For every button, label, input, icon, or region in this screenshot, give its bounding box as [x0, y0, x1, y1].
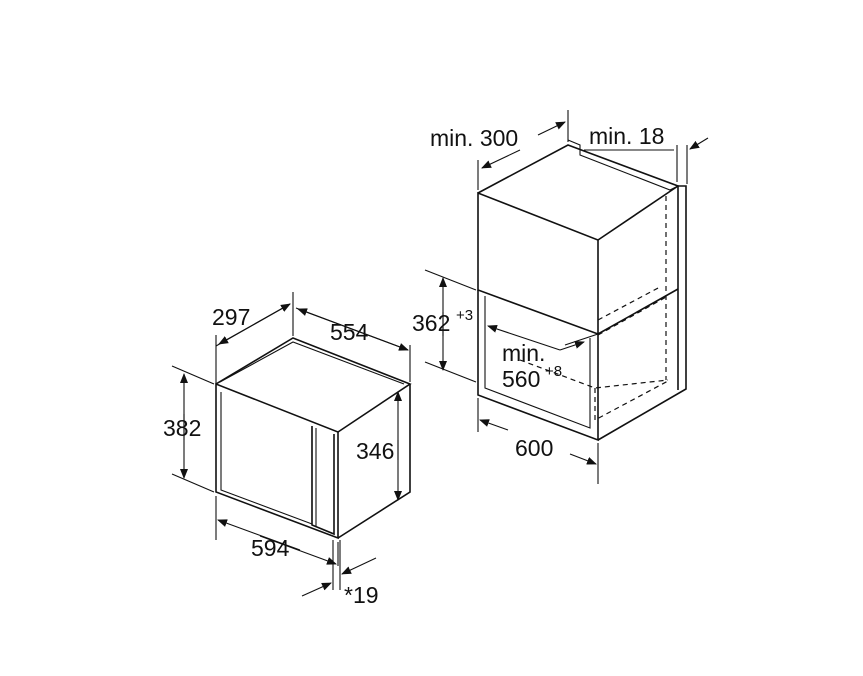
hidden-back-top — [597, 295, 669, 336]
niche-shelf-edge — [564, 333, 599, 346]
dim-554: 554 — [295, 307, 411, 382]
hidden-rear-top — [597, 286, 661, 321]
niche-front — [477, 290, 599, 442]
label-297: 297 — [212, 304, 250, 330]
dim-min-18: min. 18 — [584, 123, 709, 184]
upper-unit-top — [477, 144, 680, 241]
oven-door-outline — [220, 392, 313, 525]
label-346: 346 — [356, 438, 394, 464]
dim-600: 600 — [477, 398, 599, 484]
label-554: 554 — [330, 319, 369, 345]
upper-unit-rim — [567, 139, 679, 191]
upper-unit-side — [597, 288, 679, 335]
label-19: *19 — [344, 582, 379, 608]
hidden-floor — [594, 380, 669, 422]
label-362: 362 — [412, 310, 450, 336]
oven-side-face — [337, 384, 411, 539]
dim-min-300: min. 300 — [430, 110, 569, 190]
niche-side-outer — [597, 185, 687, 441]
dim-362: 362 +3 — [412, 269, 477, 383]
upper-unit-front — [477, 191, 599, 336]
dim-19: *19 — [301, 540, 379, 608]
niche-inner-left — [484, 296, 591, 429]
label-min: min. — [502, 340, 545, 366]
oven-body — [215, 337, 412, 540]
hidden-back-bottom — [519, 359, 669, 389]
label-min-300: min. 300 — [430, 125, 518, 151]
label-560: 560 — [502, 366, 540, 392]
label-560-tolerance: +8 — [545, 363, 562, 380]
dim-297: 297 — [212, 292, 294, 383]
cabinet — [477, 139, 687, 442]
label-362-tolerance: +3 — [456, 307, 473, 324]
oven-control-panel — [311, 426, 335, 536]
dim-346: 346 — [356, 391, 402, 501]
dim-min-560: min. 560 +8 — [487, 325, 585, 392]
oven-top-rim — [219, 341, 405, 385]
oven-front-face — [215, 382, 339, 540]
label-382: 382 — [163, 415, 201, 441]
dim-594: 594 — [215, 496, 339, 566]
label-594: 594 — [251, 535, 290, 561]
label-min-18: min. 18 — [589, 123, 664, 149]
label-600: 600 — [515, 435, 553, 461]
dim-382: 382 — [163, 365, 215, 493]
oven-top-face — [215, 337, 412, 433]
